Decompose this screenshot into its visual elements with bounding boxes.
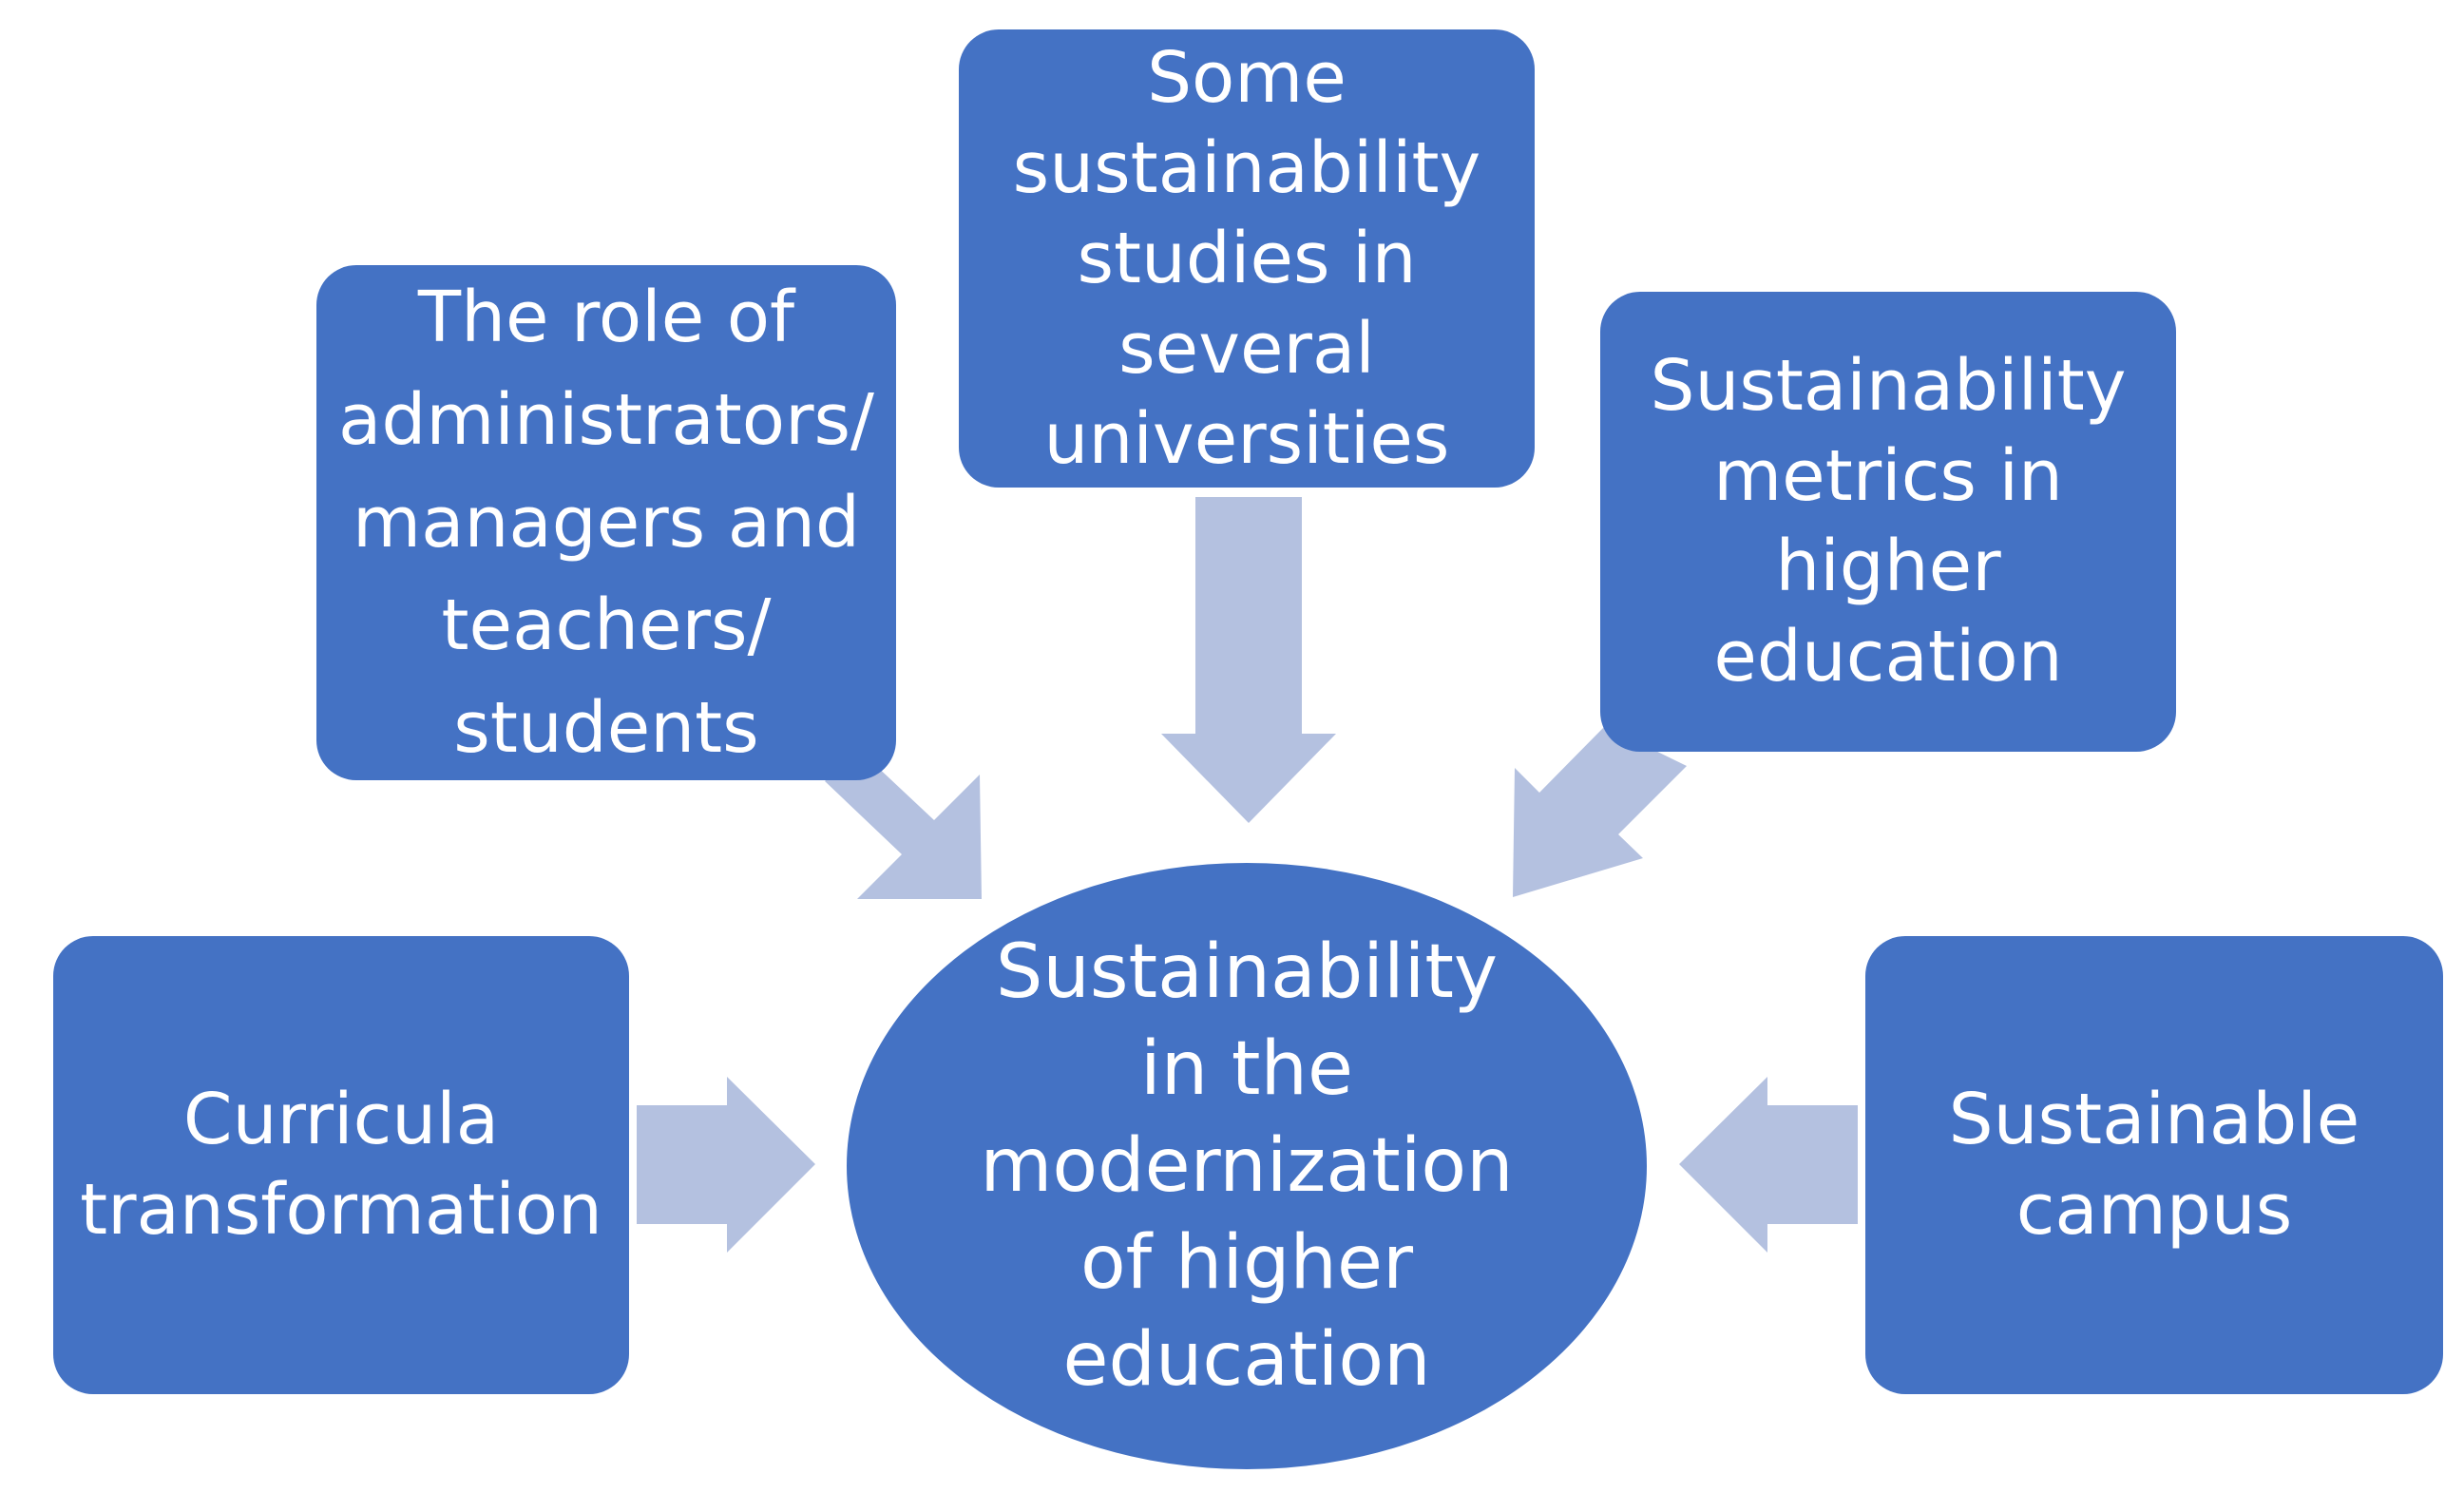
center-node-label: Sustainability in the modernization of h… — [980, 929, 1514, 1403]
arrow-curricula-to-center — [637, 1077, 815, 1253]
arrow-roles-to-center — [825, 748, 982, 899]
arrow-studies-to-center — [1161, 497, 1336, 823]
node-campus: Sustainable campus — [1865, 936, 2443, 1394]
arrow-metrics-to-center — [1513, 726, 1687, 897]
node-curricula-label: Curricula transformation — [80, 1079, 602, 1251]
arrow-campus-to-center — [1679, 1077, 1858, 1253]
node-curricula: Curricula transformation — [53, 936, 629, 1394]
node-studies-label: Some sustainability studies in several u… — [1012, 36, 1481, 480]
node-metrics-label: Sustainability metrics in higher educati… — [1650, 345, 2127, 698]
node-metrics: Sustainability metrics in higher educati… — [1600, 292, 2176, 752]
node-studies: Some sustainability studies in several u… — [959, 29, 1535, 488]
node-roles-label: The role of administrators/ managers and… — [338, 277, 874, 769]
node-roles: The role of administrators/ managers and… — [316, 265, 896, 780]
node-campus-label: Sustainable campus — [1948, 1079, 2360, 1251]
center-node: Sustainability in the modernization of h… — [842, 858, 1652, 1474]
